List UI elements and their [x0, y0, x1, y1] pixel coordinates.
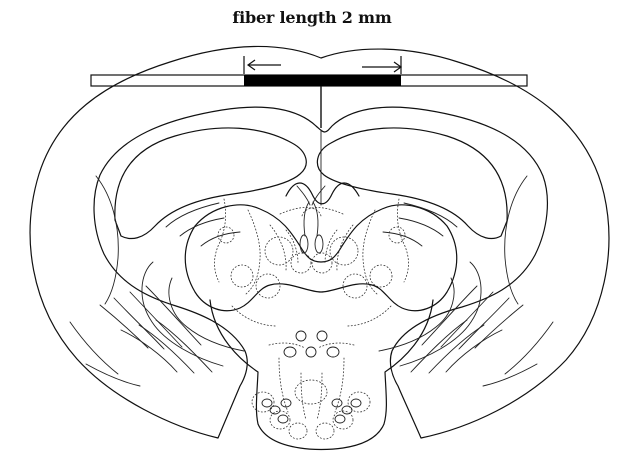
corpus-callosum-outline [115, 128, 306, 239]
left-fiber-bundles [70, 286, 212, 386]
fiber-bar-black-segment [244, 75, 401, 86]
hypothalamus-outline [210, 300, 433, 450]
solid-nuclei [262, 235, 361, 423]
right-striatum-arc [505, 176, 527, 304]
right-arrow-icon [362, 56, 401, 74]
thalamus-outline [185, 205, 457, 311]
dotted-nuclei [215, 199, 409, 439]
left-arrow-icon [244, 56, 281, 74]
left-striatum-arc [96, 176, 118, 304]
